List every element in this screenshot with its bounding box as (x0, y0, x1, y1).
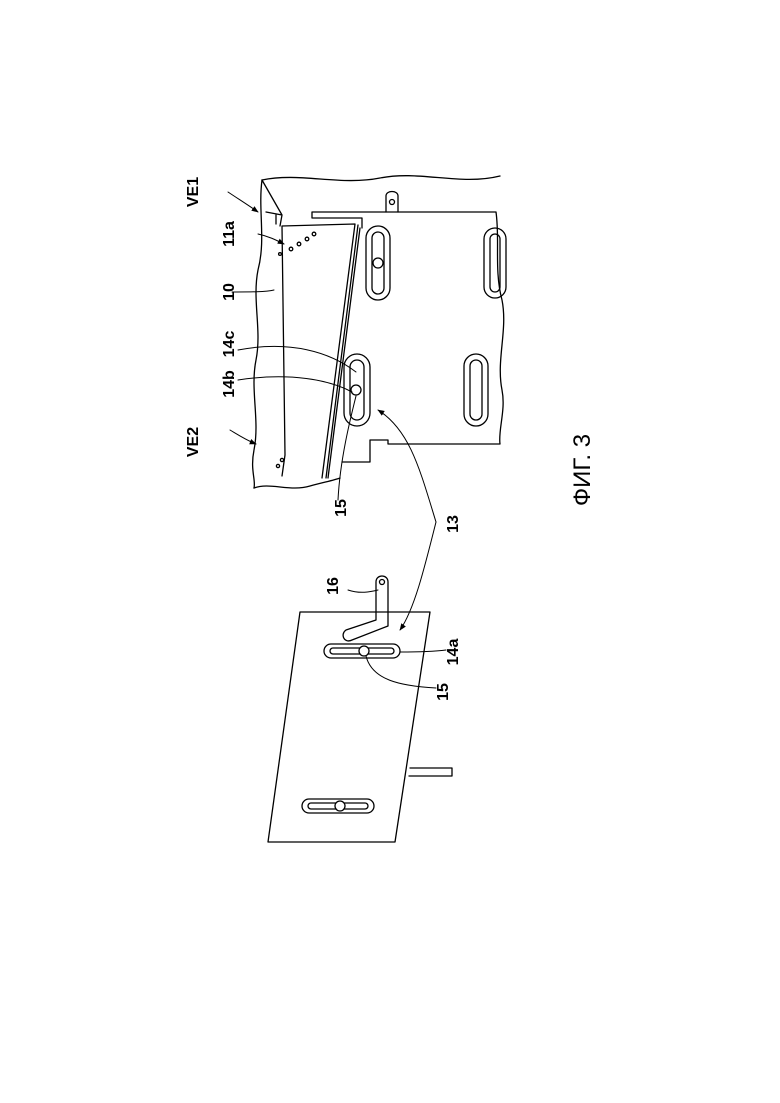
carriage-slot-upper-left (366, 226, 390, 300)
leader-14a (400, 650, 446, 652)
carriage-slot-upper-right (484, 228, 506, 298)
label-14c: 14c (221, 331, 238, 358)
lever-16 (343, 576, 388, 641)
label-15-upper: 15 (333, 499, 350, 517)
lower-plate-pin (409, 768, 452, 776)
label-15-lower: 15 (435, 683, 452, 701)
upper-assembly (253, 176, 506, 488)
figure-caption: ФИГ. 3 (569, 434, 596, 506)
panel-10-inner-edge (326, 225, 358, 478)
carriage-top-tab (386, 192, 398, 213)
lever-16-hole (380, 580, 385, 585)
panel-10-band (282, 224, 360, 478)
leader-ve2 (230, 430, 256, 444)
leader-16 (348, 590, 378, 592)
label-14a: 14a (445, 639, 462, 666)
upper-top-break-edge (262, 176, 500, 181)
label-11a: 11a (221, 221, 238, 247)
label-14b: 14b (221, 370, 238, 398)
upper-bottom-break-edge (254, 478, 340, 488)
leader-10 (232, 290, 274, 292)
lower-plate-assembly (268, 576, 452, 842)
carriage-slot-lower-right (464, 354, 488, 426)
carriage-top-tab-hole (390, 200, 395, 205)
panel-corner-bevel (262, 180, 282, 226)
label-13: 13 (445, 515, 462, 533)
label-16: 16 (325, 577, 342, 595)
label-10: 10 (221, 283, 238, 301)
leader-ve1 (228, 192, 258, 212)
lower-plate-slot-bottom (302, 799, 374, 813)
upper-left-break-edge (253, 180, 262, 488)
lower-plate-outline (268, 612, 430, 842)
leader-15-lower (366, 656, 436, 688)
lower-plate-slot-14a (324, 644, 400, 658)
leader-13-to-carriage (378, 410, 436, 522)
leader-lines (228, 192, 446, 688)
leader-13-to-plate (400, 522, 436, 630)
mounting-dots-lower (276, 458, 283, 467)
label-ve1: VE1 (185, 177, 202, 207)
leader-15-upper (338, 396, 356, 500)
label-ve2: VE2 (185, 427, 202, 457)
